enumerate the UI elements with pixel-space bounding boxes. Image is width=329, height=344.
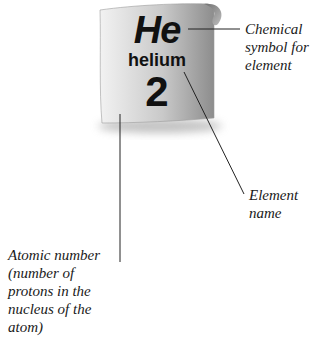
element-name: helium bbox=[100, 50, 214, 70]
element-tile: Hehelium2 bbox=[100, 6, 214, 122]
leader-line bbox=[120, 114, 121, 262]
callout-label: Element name bbox=[249, 186, 321, 222]
paper-curl bbox=[204, 4, 222, 26]
chemical-symbol: He bbox=[100, 10, 214, 50]
leader-line bbox=[188, 29, 240, 30]
callout-label: Chemical symbol for element bbox=[245, 20, 325, 74]
callout-label: Atomic number (number of protons in the … bbox=[8, 246, 114, 336]
leader-line bbox=[184, 72, 244, 194]
paper-sheet bbox=[100, 4, 214, 123]
atomic-number: 2 bbox=[100, 70, 214, 114]
